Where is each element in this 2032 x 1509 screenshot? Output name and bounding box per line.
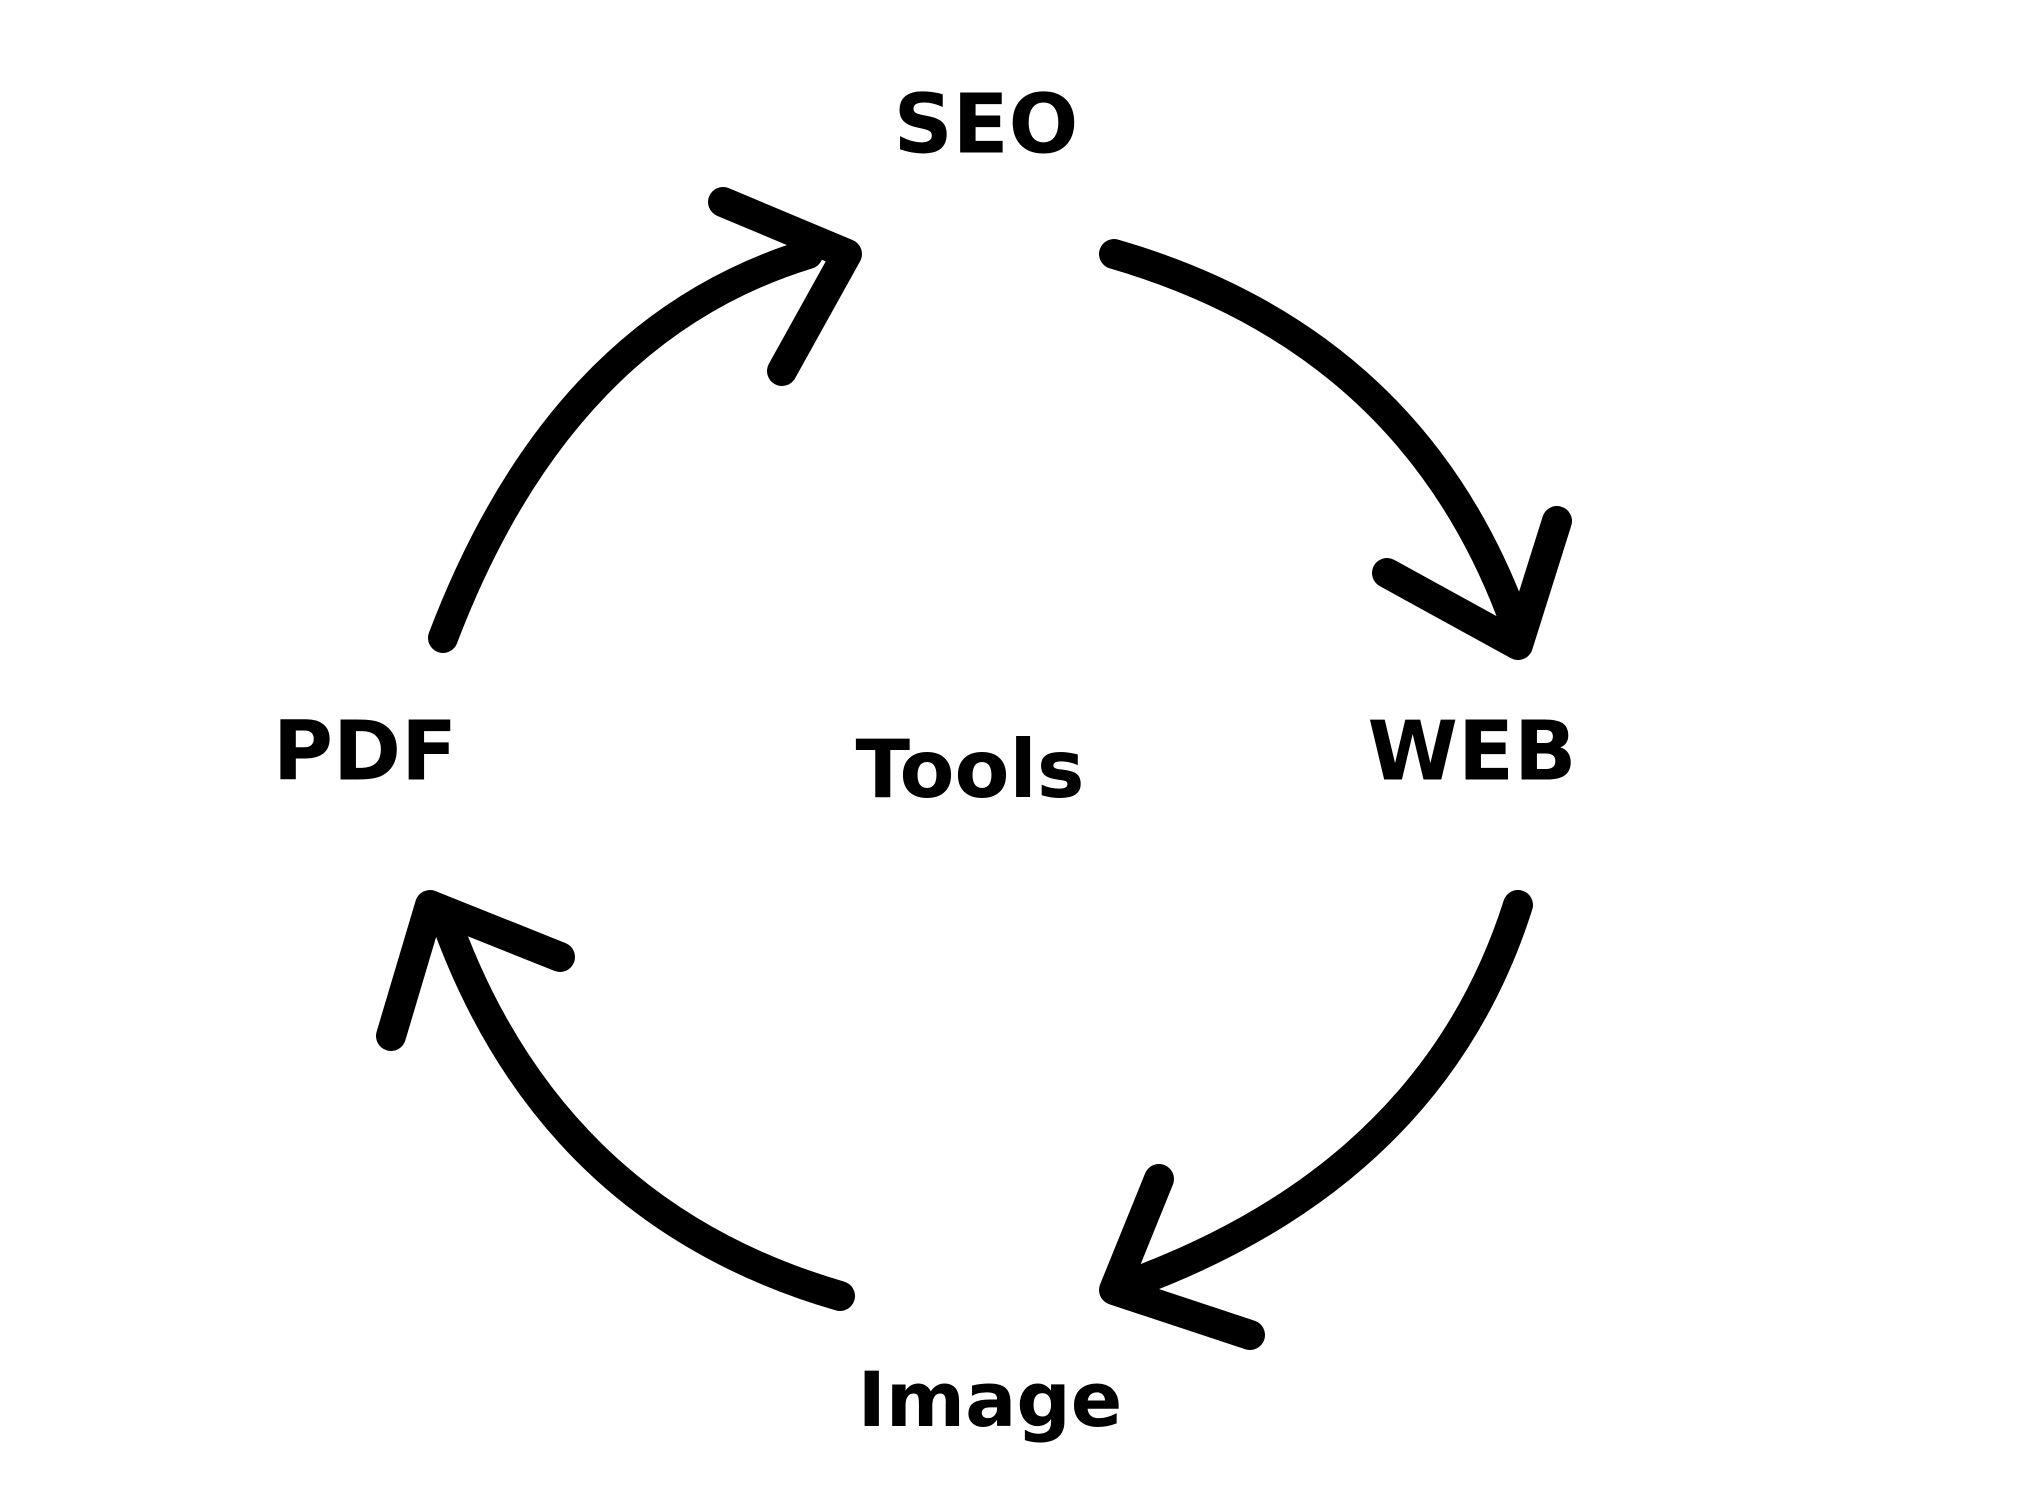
arrow-pdf-to-seo — [428, 187, 862, 653]
arrow-seo-to-web — [1099, 239, 1572, 660]
node-image: Image — [858, 1355, 1123, 1444]
node-web: WEB — [1368, 704, 1577, 799]
node-pdf: PDF — [273, 704, 457, 799]
center-label-tools: Tools — [856, 723, 1085, 816]
arrow-image-to-pdf — [376, 890, 855, 1311]
arrow-web-to-image — [1099, 890, 1533, 1350]
node-seo: SEO — [894, 77, 1079, 172]
